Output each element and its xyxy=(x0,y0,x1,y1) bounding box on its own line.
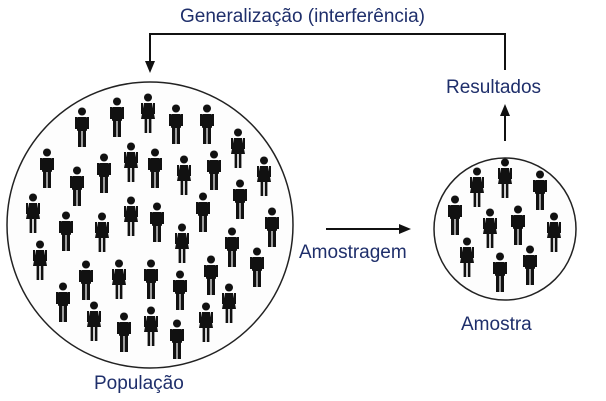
population-label: População xyxy=(94,373,184,394)
sampling-label: Amostragem xyxy=(299,242,407,263)
generalization-arrow-head xyxy=(145,61,155,73)
population-circle xyxy=(6,81,294,369)
sampling-arrow-head xyxy=(399,224,411,234)
results-arrow-head xyxy=(500,104,510,116)
sample-label: Amostra xyxy=(461,314,532,335)
generalization-arrow-line xyxy=(149,33,506,70)
generalization-label: Generalização (interferência) xyxy=(180,6,426,27)
results-label: Resultados xyxy=(446,77,542,98)
